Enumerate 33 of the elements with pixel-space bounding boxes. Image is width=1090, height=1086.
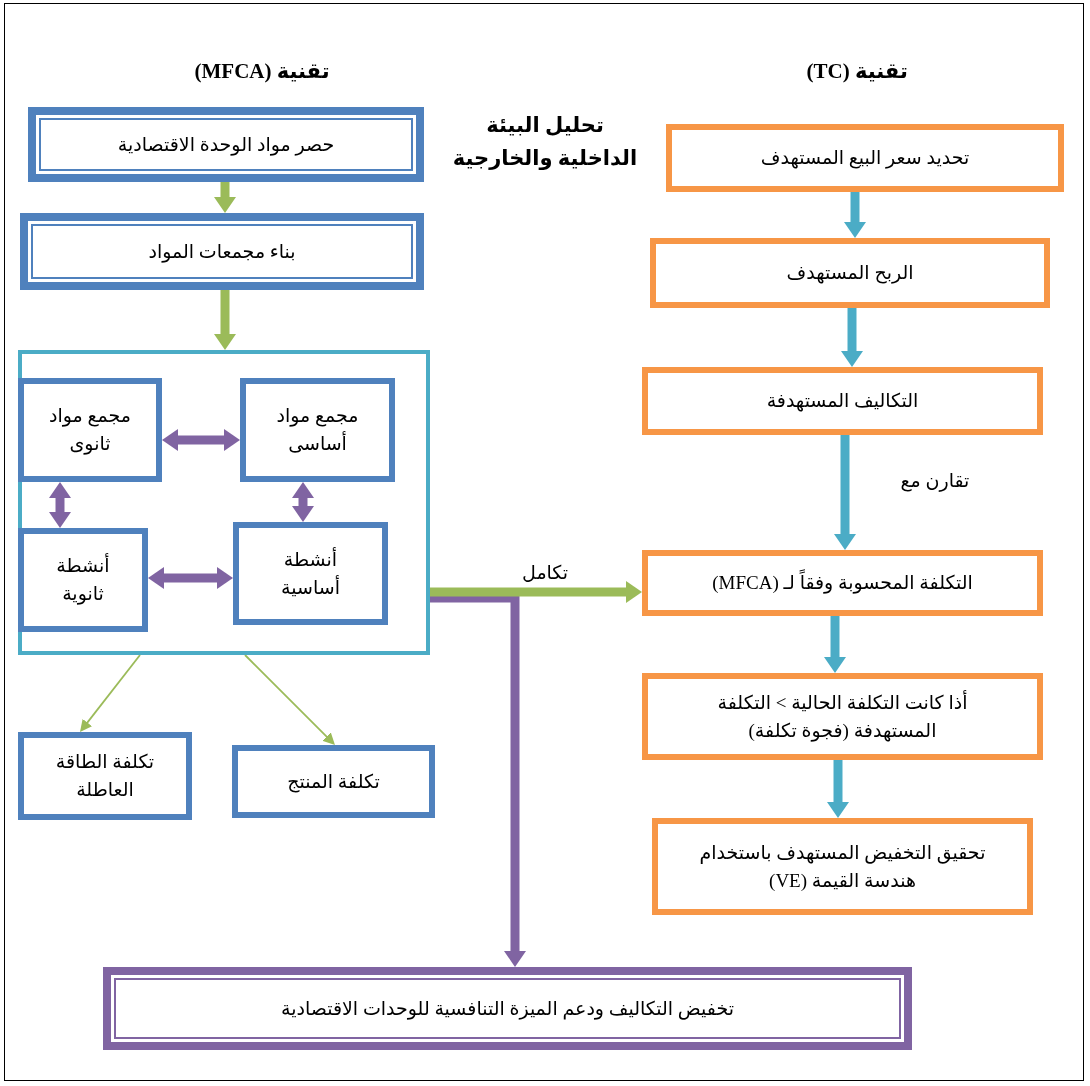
process-box: تحقيق التخفيض المستهدف باستخدام هندسة القيمة (VE) [652,818,1033,915]
process-box: تكلفة الطاقة العاطلة [18,732,192,820]
arrow [49,482,71,528]
group-box [18,350,430,655]
arrow [162,429,240,451]
arrow [214,182,236,213]
arrow [214,290,236,350]
process-box: أنشطة ثانوية [18,528,148,632]
process-box: أنشطة أساسية [233,522,388,625]
process-box: الربح المستهدف [650,238,1050,308]
process-box: تخفيض التكاليف ودعم الميزة التنافسية للوحدات الاقتصادية [103,967,912,1050]
process-box: أذا كانت التكلفة الحالية > التكلفة المستهدفة (فجوة تكلفة) [642,673,1043,760]
process-box: التكاليف المستهدفة [642,367,1043,435]
process-box: بناء مجمعات المواد [20,213,424,290]
arrow [244,654,335,745]
arrow [292,482,314,522]
arrow [824,616,846,673]
process-box: تكلفة المنتج [232,745,435,818]
process-box: مجمع مواد أساسى [240,378,395,482]
arrow [841,308,863,367]
arrow [430,581,642,603]
process-box: حصر مواد الوحدة الاقتصادية [28,107,424,182]
process-box: التكلفة المحسوبة وفقاً لـ (MFCA) [642,550,1043,616]
heading: تحليل البيئة الداخلية والخارجية [451,111,639,173]
arrow [148,567,233,589]
process-box: مجمع مواد ثانوى [18,378,162,482]
heading: تقنية (TC) [806,58,908,85]
arrow [844,192,866,238]
arrow [834,435,856,550]
arrow [80,654,141,732]
process-box: تحديد سعر البيع المستهدف [666,124,1064,192]
heading: تقنية (MFCA) [194,58,330,85]
arrow [827,760,849,818]
